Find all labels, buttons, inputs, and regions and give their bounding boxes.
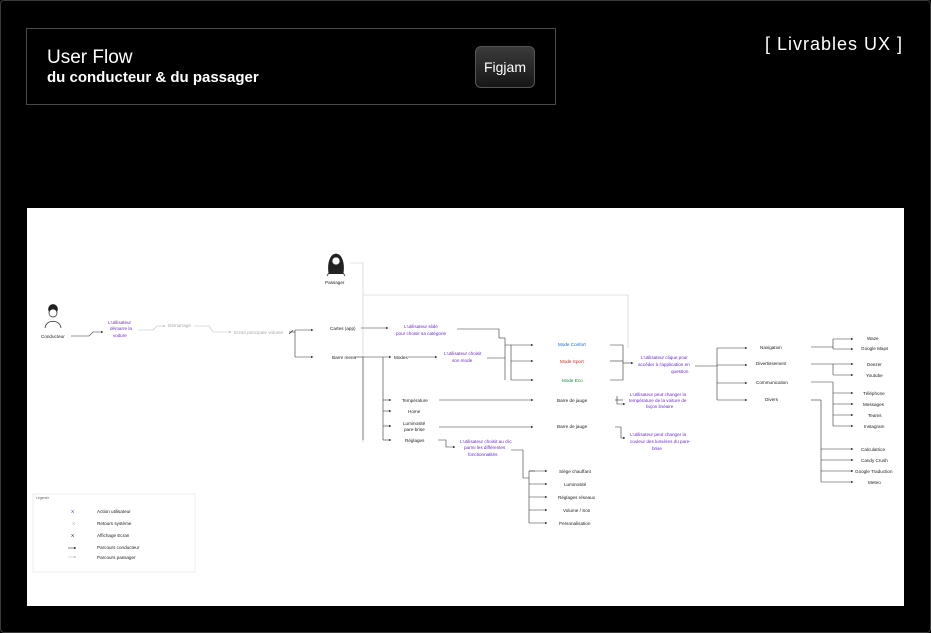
setting-volume-son: Volume / Son — [563, 508, 591, 513]
setting-personalisation: Personalisation — [559, 521, 591, 526]
app-teams: Teams — [868, 413, 882, 418]
temp-action-2: température de la voiture de — [629, 398, 687, 403]
luminosite-pb-label-1: Luminosité — [403, 421, 426, 426]
mode-eco-label: Mode Eco — [562, 378, 583, 383]
app-action-3: question — [671, 369, 689, 374]
legend-symbol-user-action: X — [71, 509, 75, 515]
legend: Légende X Action utilisateur X Retours s… — [32, 493, 196, 573]
divers-label: Divers — [765, 397, 779, 402]
deliverables-label: [ Livrables UX ] — [765, 34, 904, 54]
setting-siege-chauffant: Siège chauffant — [559, 469, 592, 474]
divertissement-label: Divertissement — [756, 361, 787, 366]
app-messages: Messages — [863, 402, 885, 407]
setting-luminosite: Luminosité — [564, 482, 587, 487]
user-flow-diagram: Passager Conducteur L'utilisateur démarr… — [32, 253, 893, 573]
app-meteo: Meteo — [868, 480, 881, 485]
page-subtitle: du conducteur & du passager — [47, 69, 259, 86]
legend-label-driver-path: Parcours conducteur — [97, 545, 140, 550]
legend-symbol-system-return: X — [72, 521, 76, 527]
driver-label: Conducteur — [41, 334, 65, 339]
app-action-1: L'utilisateur clique pour — [641, 355, 688, 360]
driver-action-1: L'utilisateur — [108, 320, 132, 325]
app-calculatrice: Calculatrice — [861, 447, 885, 452]
legend-label-passenger-path: Parcours passager — [97, 555, 136, 560]
slide-action-2: pour choisir sa catégorie — [396, 331, 446, 336]
lum-action-3: brise — [652, 446, 662, 451]
slide-action-1: L'utilisateur slide — [404, 324, 438, 329]
legend-label-system-return: Retours système — [97, 521, 132, 526]
header-card: User Flow du conducteur & du passager Fi… — [26, 28, 556, 105]
app-action-2: accéder à l'application en — [638, 362, 690, 367]
lum-action-2: couleur des lumières du pare- — [630, 439, 691, 444]
app-candy-crush: Candy Crush — [861, 458, 888, 463]
ecran-principal-label: Ecran principale volume — [234, 330, 283, 335]
passenger-label: Passager — [325, 280, 345, 285]
barre-jauge-temp-label: Barre de jauge — [557, 398, 588, 403]
demarrage-label: Démarrage — [168, 323, 191, 328]
home-label: Home — [408, 409, 421, 414]
temp-action-1: L'utilisateur peut changer la — [630, 392, 686, 397]
reglages-label: Réglages — [405, 438, 425, 443]
passenger-figure-icon — [326, 253, 346, 277]
legend-label-user-action: Action utilisateur — [97, 509, 131, 514]
temp-action-3: façon linéaire — [646, 404, 674, 409]
legend-label-screen: Affichage Ecran — [97, 533, 130, 538]
cartes-app-label: Cartes (app) — [330, 326, 356, 331]
figjam-button[interactable]: Figjam — [475, 46, 535, 88]
mode-confort-label: Mode Confort — [558, 342, 587, 347]
reglages-action-3: fonctionnalités — [468, 452, 498, 457]
app-telephone: Téléphone — [863, 391, 885, 396]
setting-reglages-reseaux: Réglages réseaux — [558, 495, 596, 500]
app-deezer: Deezer — [867, 362, 882, 367]
reglages-action-1: L'utilisateur choisit au clic — [460, 439, 512, 444]
reglages-action-2: parmi les différentes — [464, 445, 506, 450]
app-instagram: Instagram — [864, 424, 885, 429]
page-title: User Flow — [47, 47, 133, 68]
legend-title: Légende — [36, 496, 49, 500]
driver-action-3: voiture — [113, 333, 127, 338]
mode-action-1: L'utilisateur choisit — [444, 351, 482, 356]
lum-action-1: L'utilisateur peut changer la — [630, 432, 686, 437]
driver-action-2: démarre la — [110, 326, 132, 331]
user-flow-board[interactable]: Passager Conducteur L'utilisateur démarr… — [27, 208, 904, 606]
legend-symbol-screen: X — [71, 533, 75, 539]
barre-menu-label: Barre menu — [332, 355, 356, 360]
luminosite-pb-label-2: pare-brise — [404, 427, 425, 432]
mode-sport-label: Mode Sport — [560, 359, 584, 364]
temperature-label: Température — [402, 398, 428, 403]
app-google-maps: Google Maps — [861, 346, 889, 351]
navigation-label: Navigation — [760, 345, 782, 350]
mode-action-2: son mode — [452, 358, 473, 363]
driver-figure-icon — [44, 304, 62, 329]
modes-label: Modes — [394, 355, 408, 360]
app-waze: Waze — [867, 336, 879, 341]
communication-label: Communication — [756, 380, 788, 385]
app-google-traduction: Google Traduction — [855, 469, 893, 474]
barre-jauge-lum-label: Barre de jauge — [557, 424, 588, 429]
app-youtube: Youtube — [866, 373, 883, 378]
